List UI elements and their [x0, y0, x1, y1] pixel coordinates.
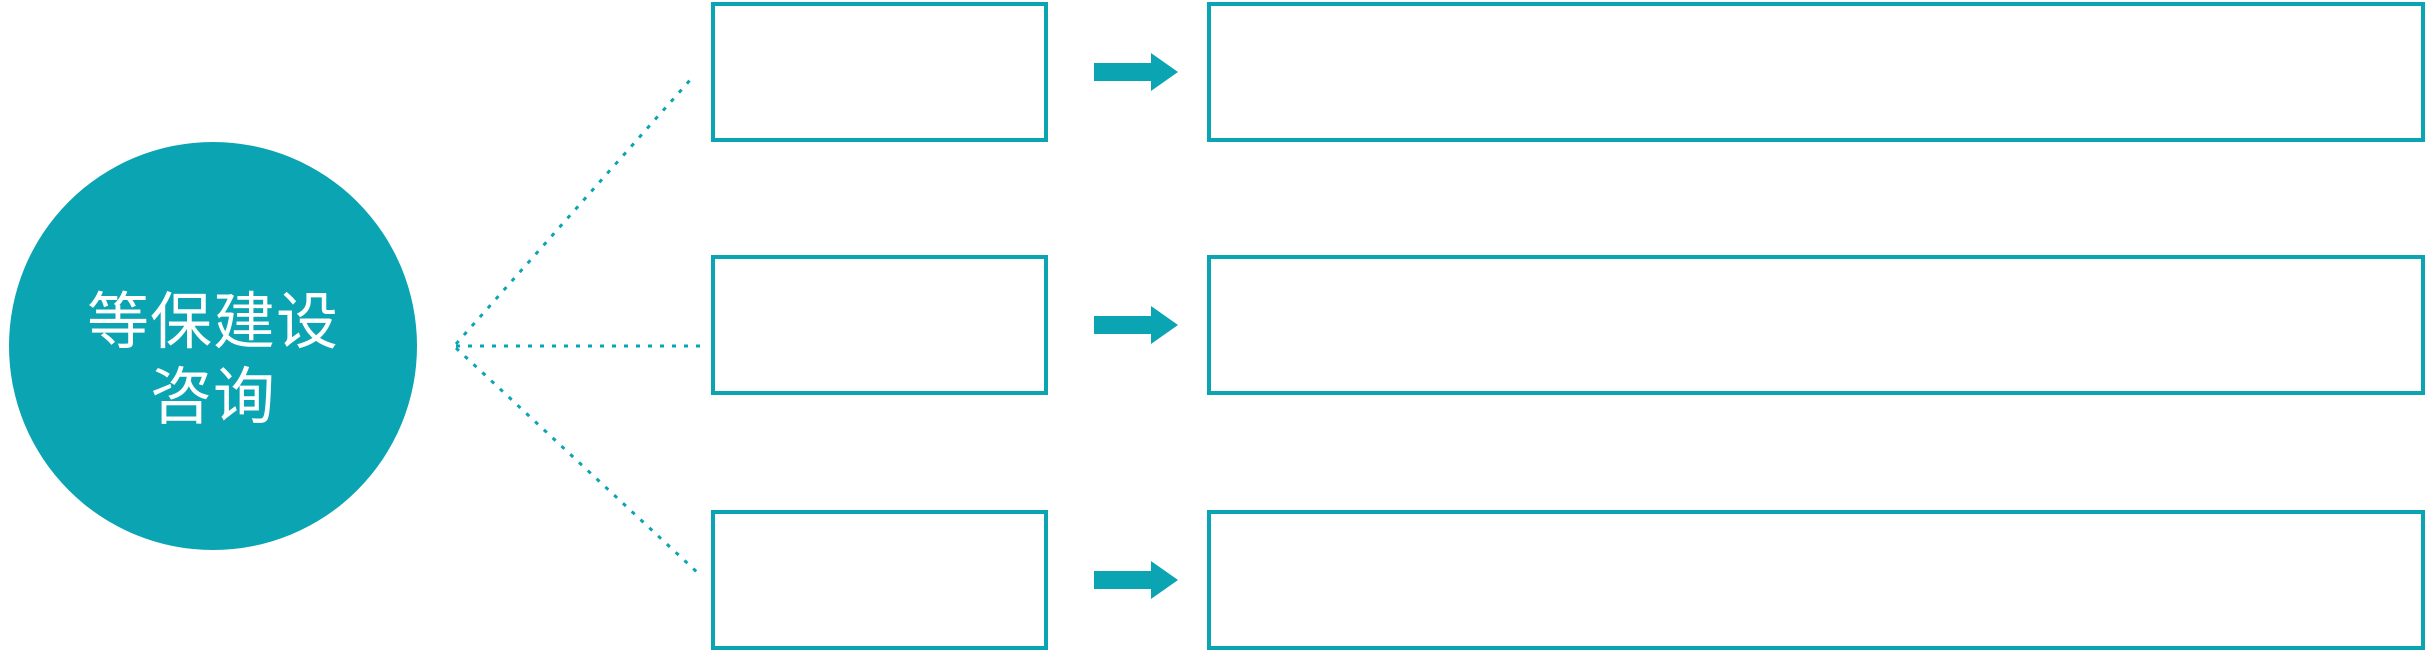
right-arrow-icon-3	[1094, 561, 1178, 599]
root-node-label: 等保建设 咨询	[87, 285, 339, 435]
root-node-label-line2: 咨询	[149, 363, 276, 432]
step-box-2	[711, 255, 1048, 395]
root-node-circle: 等保建设 咨询	[9, 142, 417, 550]
detail-box-3	[1207, 510, 2425, 650]
detail-box-2	[1207, 255, 2425, 395]
detail-box-1	[1207, 2, 2425, 142]
root-node-label-line1: 等保建设	[86, 288, 339, 357]
step-box-1	[711, 2, 1048, 142]
dotted-connector-line-bottom	[454, 346, 701, 576]
dotted-connector-line-top	[454, 78, 693, 345]
step-box-3	[711, 510, 1048, 650]
right-arrow-icon-2	[1094, 306, 1178, 344]
right-arrow-icon-1	[1094, 53, 1178, 91]
